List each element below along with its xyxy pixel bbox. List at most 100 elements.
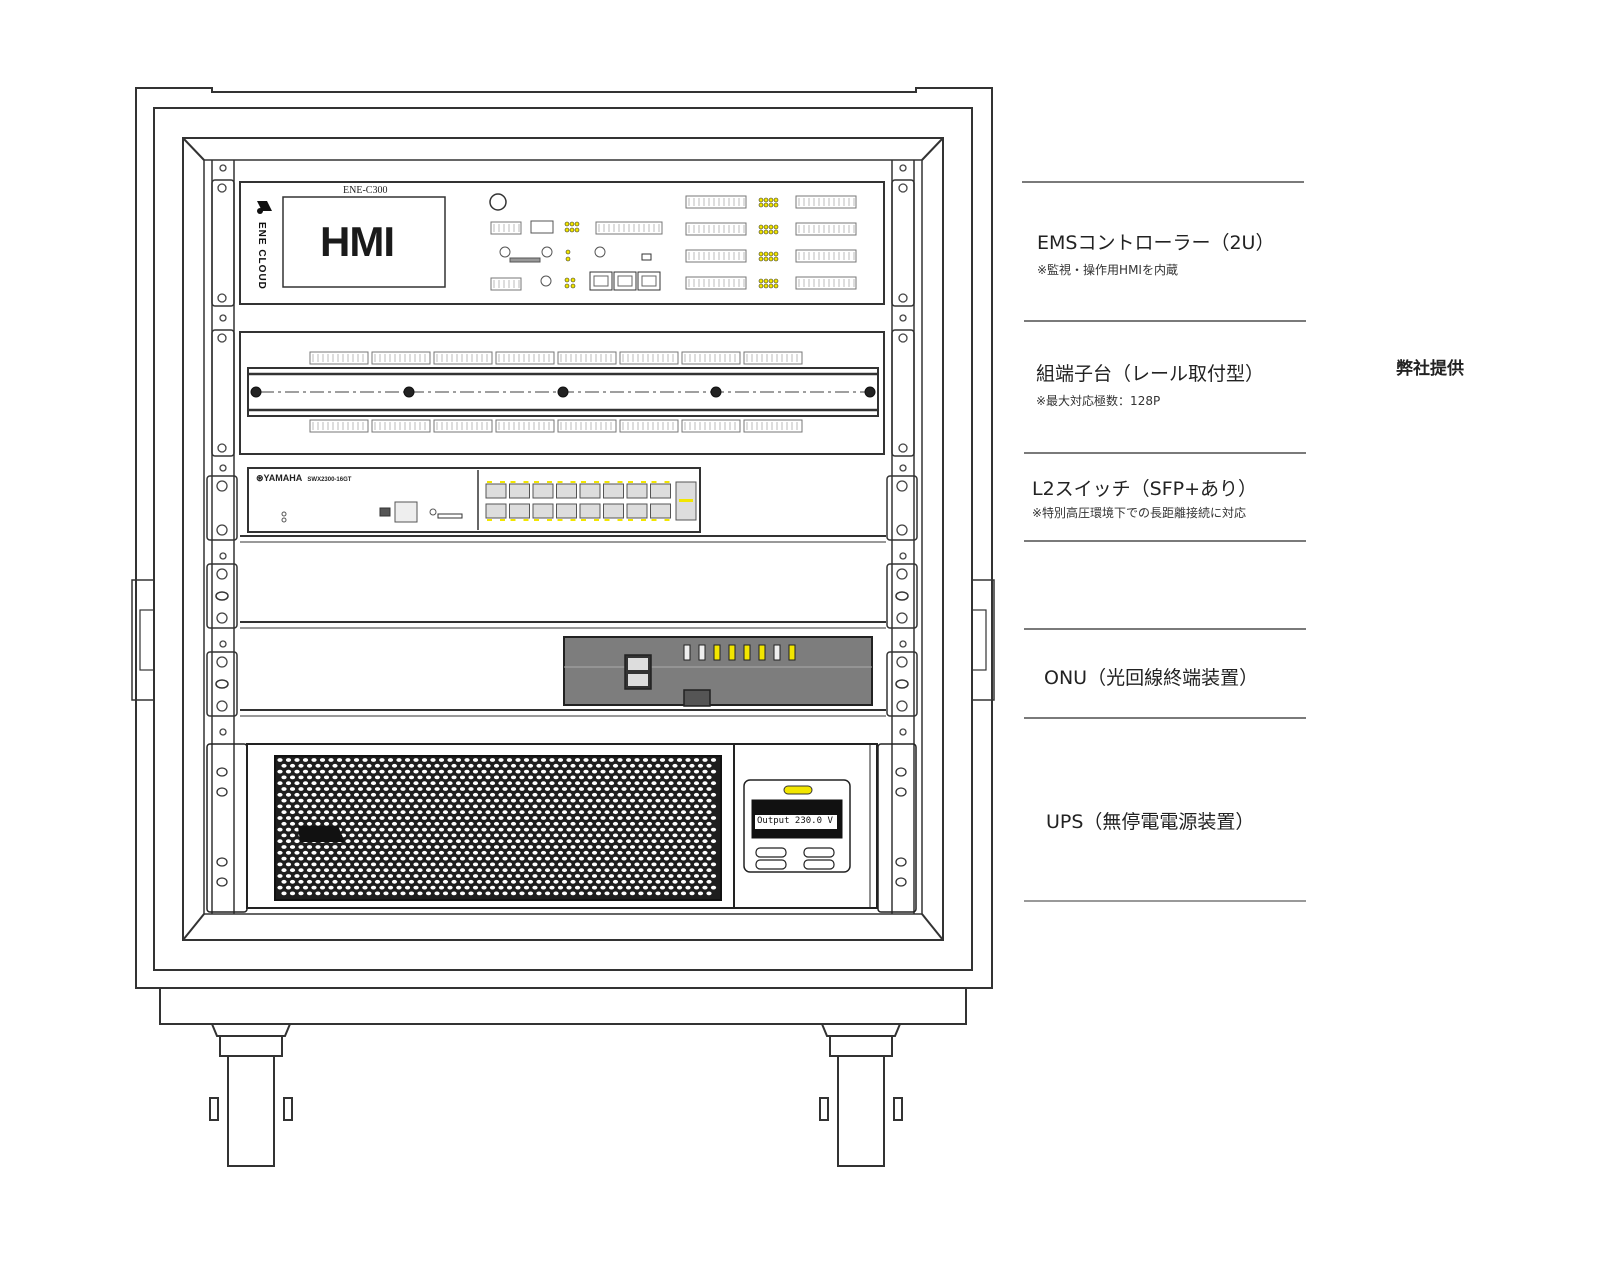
vent-hole xyxy=(455,874,462,878)
vent-hole xyxy=(413,827,419,832)
vent-hole xyxy=(336,874,343,878)
vent-hole xyxy=(587,775,593,780)
vent-hole xyxy=(663,798,670,803)
vent-hole xyxy=(481,850,487,855)
vent-hole xyxy=(387,874,394,878)
vent-hole xyxy=(455,769,462,774)
vent-hole xyxy=(353,885,360,890)
vent-hole xyxy=(523,758,530,762)
vent-hole xyxy=(655,891,661,896)
vent-hole xyxy=(455,781,462,786)
vent-hole xyxy=(557,839,564,844)
vent-hole xyxy=(349,821,355,826)
vent-hole xyxy=(621,833,627,838)
vent-hole xyxy=(638,868,644,873)
vent-hole xyxy=(425,856,432,861)
vent-hole xyxy=(345,804,351,809)
vent-hole xyxy=(404,874,411,878)
vent-hole xyxy=(298,845,304,849)
vent-hole xyxy=(549,885,555,890)
vent-hole xyxy=(349,763,355,768)
vent-hole xyxy=(702,885,708,890)
vent-hole xyxy=(396,781,402,786)
vent-hole xyxy=(493,833,500,838)
status-led xyxy=(574,227,580,233)
vent-hole xyxy=(557,792,564,797)
mini-usb-port-icon xyxy=(379,507,391,517)
vent-hole xyxy=(451,833,457,838)
vent-hole xyxy=(663,868,670,873)
vent-hole xyxy=(396,792,402,797)
hmi-screen-label: HMI xyxy=(320,218,395,265)
terminal-connector xyxy=(743,419,803,433)
vent-hole xyxy=(485,821,491,826)
vent-hole xyxy=(281,833,287,838)
vent-hole xyxy=(485,810,491,815)
vent-hole xyxy=(583,862,589,867)
vent-hole xyxy=(557,758,564,762)
vent-hole xyxy=(706,845,712,849)
vent-hole xyxy=(413,885,419,890)
vent-hole xyxy=(302,816,309,820)
vent-hole xyxy=(281,879,287,884)
vent-hole xyxy=(417,821,423,826)
port-led xyxy=(570,519,576,521)
vent-hole xyxy=(332,798,338,803)
vent-hole xyxy=(697,833,704,838)
vent-hole xyxy=(451,891,457,896)
vent-hole xyxy=(532,850,538,855)
terminal-connector xyxy=(685,276,747,290)
vent-hole xyxy=(659,885,666,890)
vent-hole xyxy=(570,763,576,768)
terminal-connector xyxy=(795,249,857,263)
vent-hole xyxy=(298,821,304,826)
status-led xyxy=(758,202,764,208)
vent-hole xyxy=(391,798,398,803)
vent-hole xyxy=(515,769,521,774)
vent-hole xyxy=(540,804,547,809)
vent-hole xyxy=(362,792,368,797)
vent-hole xyxy=(591,781,598,786)
status-led xyxy=(773,197,779,203)
vent-hole xyxy=(468,891,474,896)
vent-hole xyxy=(493,810,500,815)
vent-hole xyxy=(332,868,338,873)
vent-hole xyxy=(421,804,428,809)
vent-hole xyxy=(634,862,640,867)
rail-hole xyxy=(899,728,907,736)
vent-hole xyxy=(387,850,394,855)
vent-hole xyxy=(693,781,700,786)
vent-hole xyxy=(515,885,521,890)
vent-hole xyxy=(651,827,657,832)
vent-hole xyxy=(527,833,534,838)
vent-hole xyxy=(668,769,674,774)
vent-hole xyxy=(400,891,406,896)
vent-hole xyxy=(574,816,581,820)
vent-hole xyxy=(668,874,674,878)
vent-hole xyxy=(425,763,432,768)
vent-hole xyxy=(566,862,572,867)
vent-hole xyxy=(493,891,500,896)
vent-hole xyxy=(646,787,653,791)
vent-hole xyxy=(425,810,432,815)
mount-screw-icon xyxy=(896,568,908,580)
vent-hole xyxy=(298,856,304,861)
vent-hole xyxy=(676,827,683,832)
vent-hole xyxy=(383,798,389,803)
vent-hole xyxy=(676,758,683,762)
vent-hole xyxy=(459,775,466,780)
vent-hole xyxy=(702,804,708,809)
mount-screw-icon xyxy=(217,183,227,193)
vent-hole xyxy=(532,874,538,878)
vent-hole xyxy=(523,769,530,774)
vent-hole xyxy=(298,787,304,791)
mount-screw-icon xyxy=(216,656,228,668)
vent-hole xyxy=(570,821,576,826)
vent-hole xyxy=(612,821,619,826)
status-led xyxy=(763,251,769,257)
vent-hole xyxy=(553,868,559,873)
vent-hole xyxy=(617,850,623,855)
vent-hole xyxy=(608,850,615,855)
vent-hole xyxy=(294,862,300,867)
vent-hole xyxy=(629,879,636,884)
